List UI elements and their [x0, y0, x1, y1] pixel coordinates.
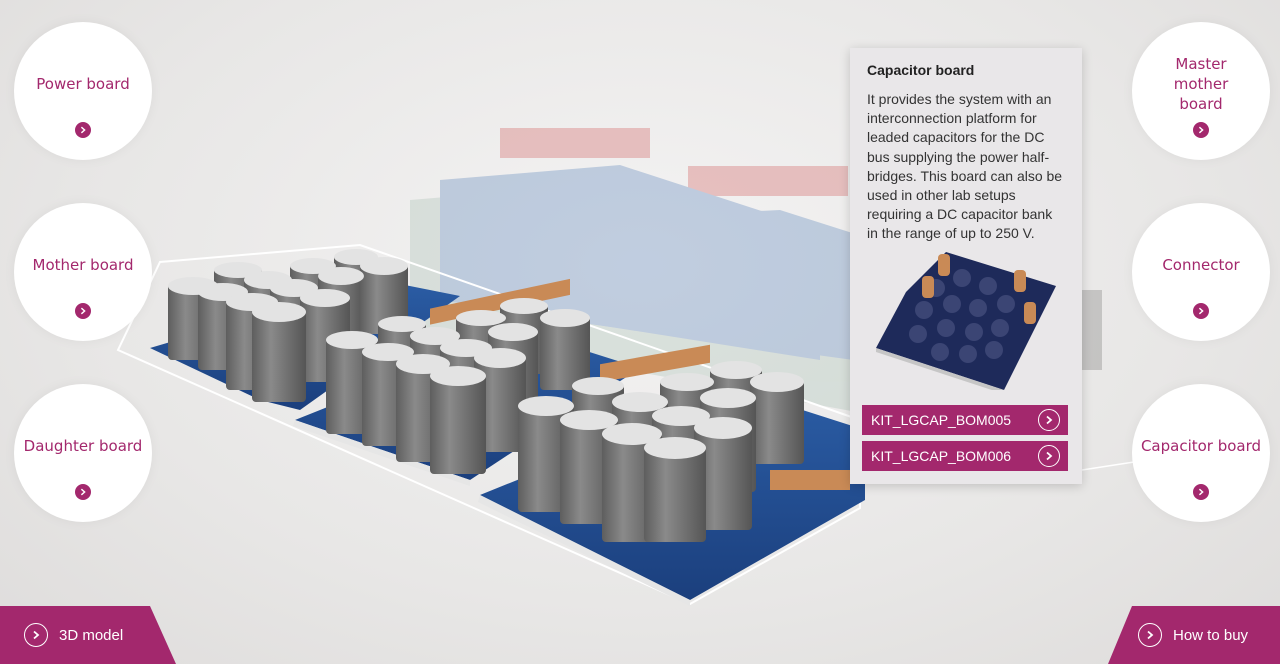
capacitor-cluster-1 — [168, 249, 408, 402]
menu-master-mother-board-label: Master mother board — [1173, 55, 1229, 113]
capacitor-board-thumbnail — [876, 252, 1056, 390]
kit-button-bom005[interactable]: KIT_LGCAP_BOM005 — [862, 405, 1068, 435]
highlight-outline — [116, 243, 861, 606]
chevron-right-icon — [1038, 445, 1060, 467]
chevron-right-icon — [24, 623, 48, 647]
menu-daughter-board-label: Daughter board — [23, 437, 143, 455]
menu-power-board[interactable]: Power board — [14, 22, 152, 160]
kit-button-bom005-label: KIT_LGCAP_BOM005 — [871, 412, 1012, 428]
menu-connector[interactable]: Connector — [1132, 203, 1270, 341]
kit-button-bom006-label: KIT_LGCAP_BOM006 — [871, 448, 1012, 464]
kit-button-bom006[interactable]: KIT_LGCAP_BOM006 — [862, 441, 1068, 471]
menu-mother-board[interactable]: Mother board — [14, 203, 152, 341]
capacitor-cluster-3 — [518, 361, 804, 542]
menu-mother-board-label: Mother board — [32, 256, 134, 274]
menu-power-board-label: Power board — [36, 75, 130, 93]
chevron-right-icon[interactable] — [75, 303, 91, 319]
3d-model-label: 3D model — [59, 626, 124, 644]
chevron-right-icon[interactable] — [1193, 303, 1209, 319]
info-card-title: Capacitor board — [867, 62, 975, 78]
3d-model-button[interactable]: 3D model — [0, 606, 176, 664]
connector-line — [1081, 461, 1135, 471]
chevron-right-icon[interactable] — [75, 484, 91, 500]
chevron-right-icon — [1138, 623, 1162, 647]
chevron-right-icon[interactable] — [1193, 484, 1209, 500]
menu-daughter-board[interactable]: Daughter board — [14, 384, 152, 522]
chevron-right-icon — [1038, 409, 1060, 431]
menu-capacitor-board[interactable]: Capacitor board — [1132, 384, 1270, 522]
menu-connector-label: Connector — [1162, 256, 1240, 274]
capacitor-cluster-2 — [326, 298, 590, 474]
menu-master-mother-board[interactable]: Master mother board — [1132, 22, 1270, 160]
menu-capacitor-board-label: Capacitor board — [1140, 437, 1262, 455]
info-card: Capacitor board It provides the system w… — [850, 48, 1082, 484]
chevron-right-icon[interactable] — [75, 122, 91, 138]
chevron-right-icon[interactable] — [1193, 122, 1209, 138]
how-to-buy-button[interactable]: How to buy — [1108, 606, 1280, 664]
info-card-description: It provides the system with an interconn… — [867, 91, 1063, 242]
how-to-buy-label: How to buy — [1173, 626, 1249, 644]
